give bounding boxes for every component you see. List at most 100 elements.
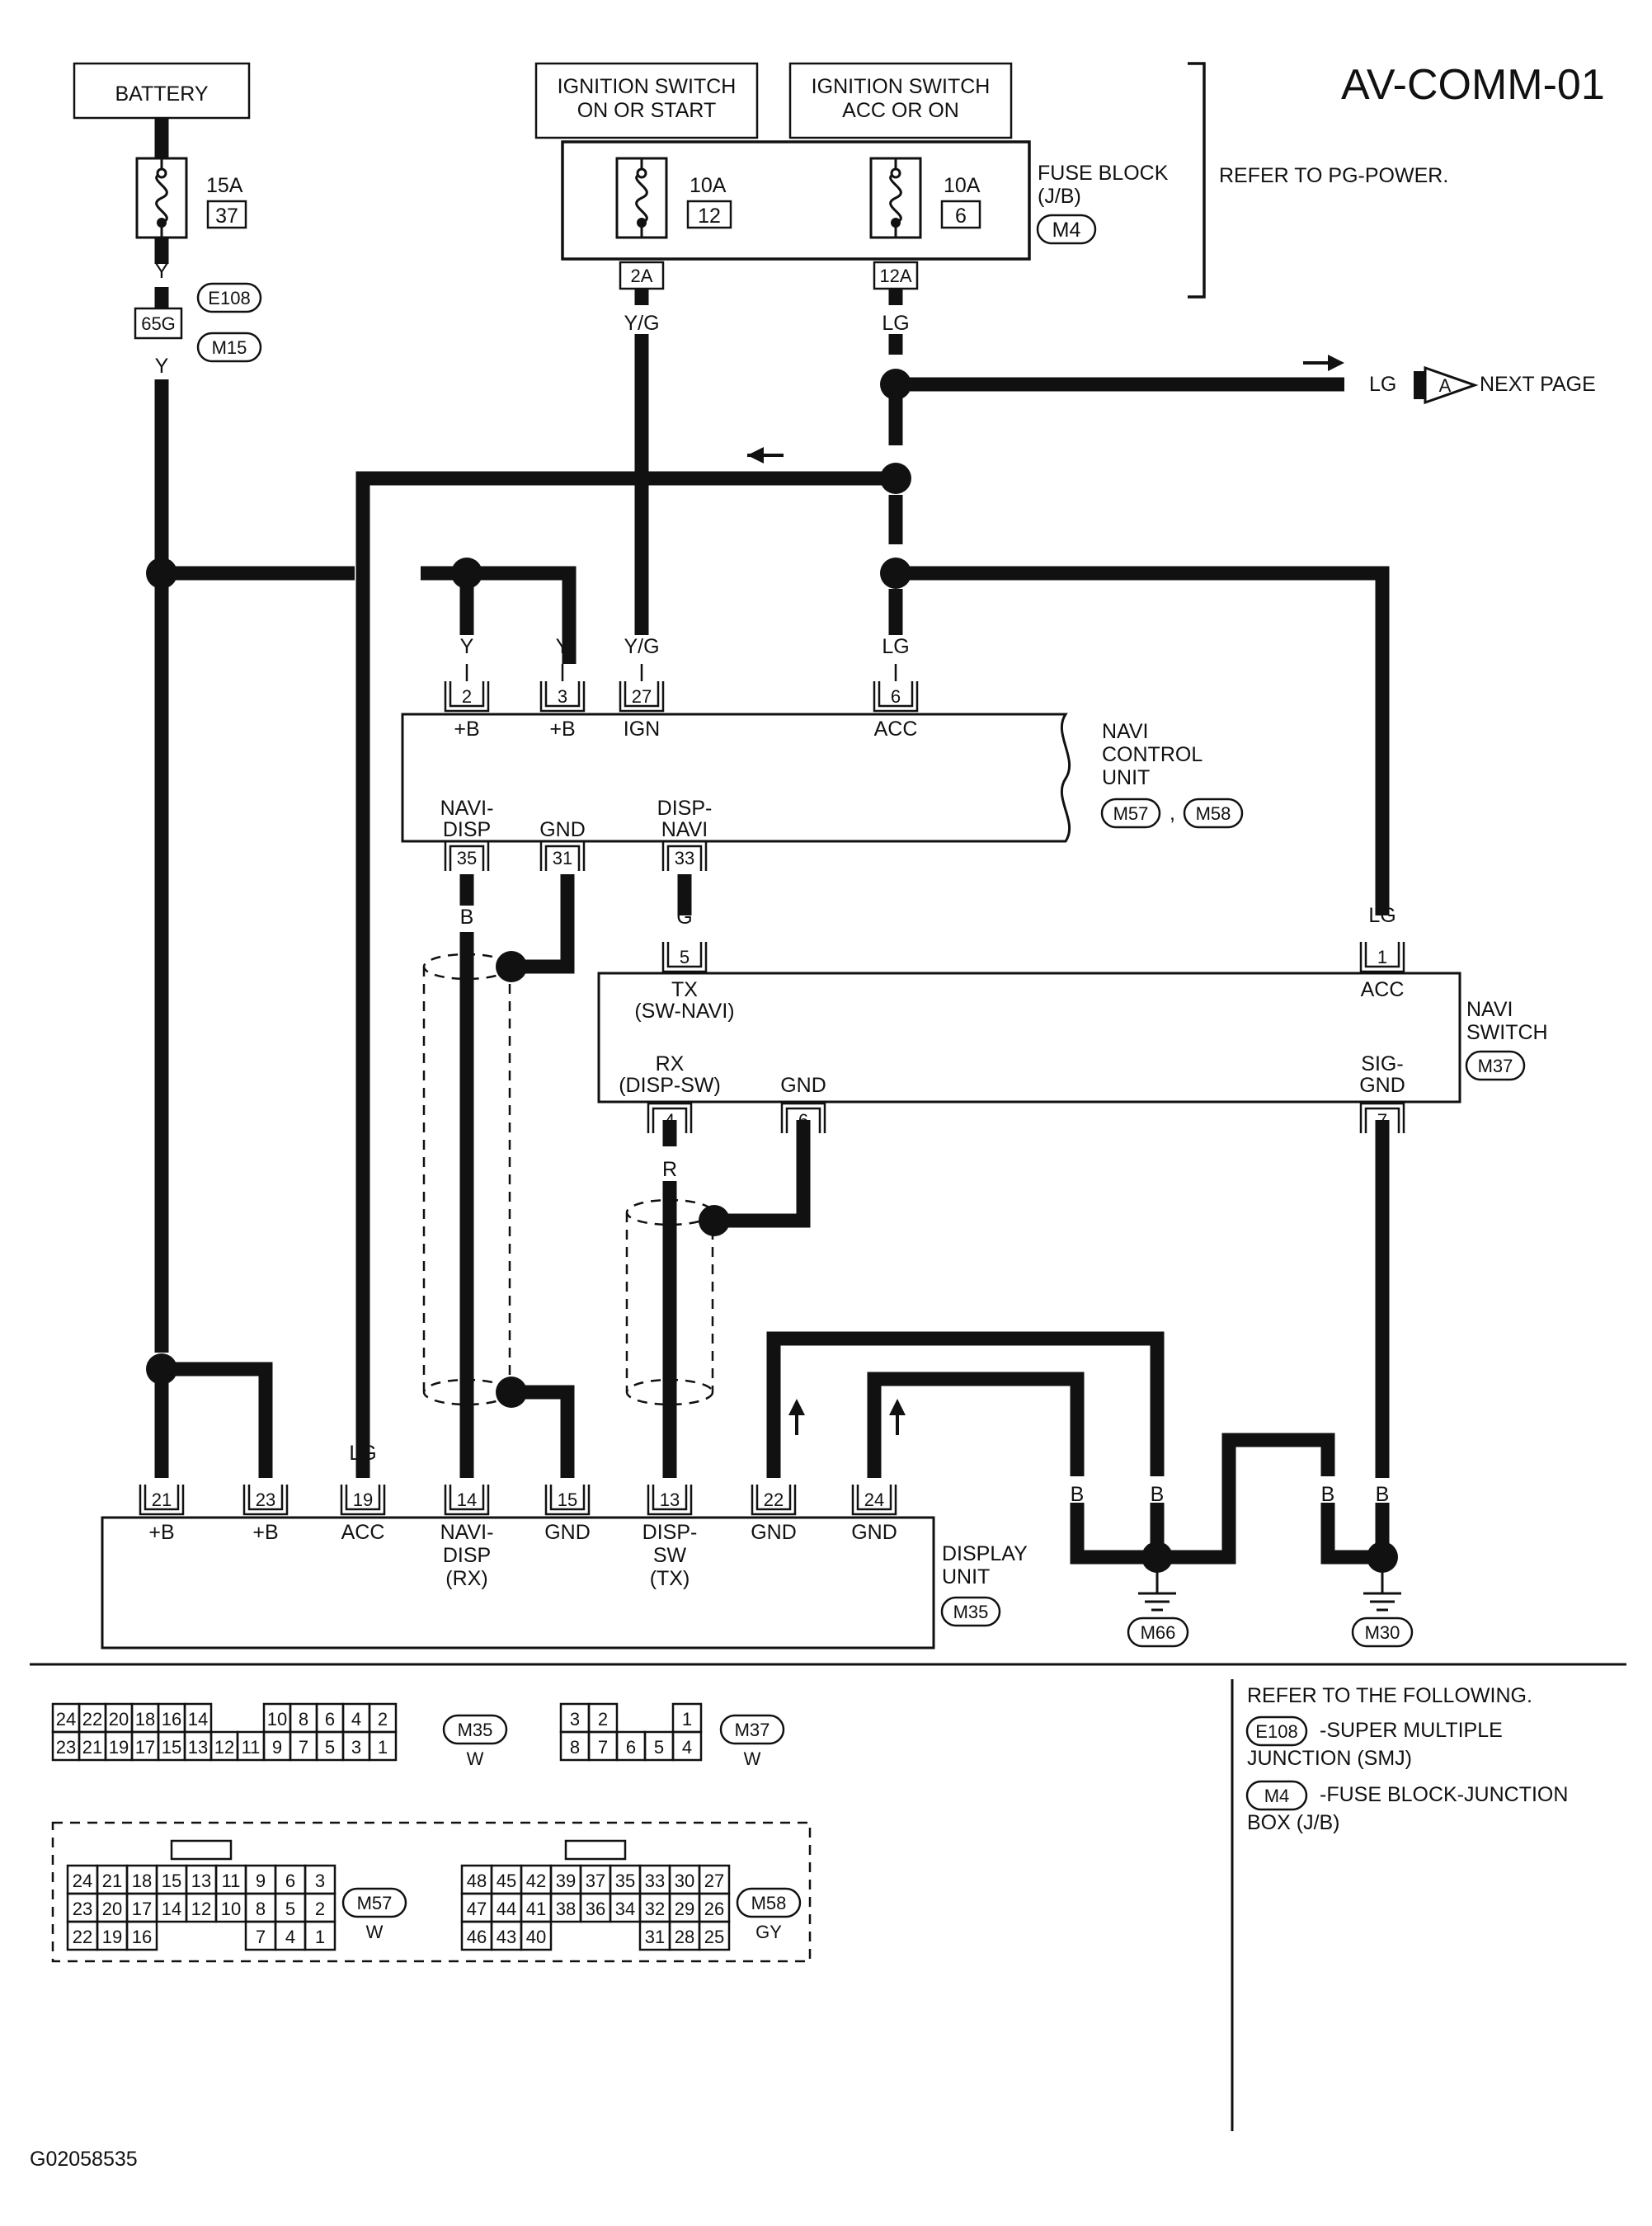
connector-cell-num: 22 <box>73 1927 92 1947</box>
connector-cell-num: 41 <box>526 1899 546 1919</box>
connector-cell-num: 13 <box>191 1871 211 1891</box>
connector-cell-num: 22 <box>82 1709 102 1730</box>
ns-bot-func: GND <box>780 1074 826 1097</box>
nc-top-pin: 2 <box>462 686 472 707</box>
connector-cell-num: 10 <box>221 1899 241 1919</box>
connector-cell-num: 34 <box>615 1899 635 1919</box>
nc-top-pin-housing <box>619 681 665 713</box>
connector-cell-num: 9 <box>256 1871 266 1891</box>
refer-text-1a: -SUPER MULTIPLE <box>1320 1719 1503 1742</box>
ign-on-start-label-2: ON OR START <box>577 99 717 122</box>
acc-fuse-num: 6 <box>955 205 967 228</box>
gnd-wire-color-3: B <box>1222 1483 1236 1506</box>
du-pin: 23 <box>256 1489 275 1510</box>
wire-color-y-1: Y <box>155 260 169 283</box>
connector-cell-num: 8 <box>256 1899 266 1919</box>
display-conn-badge <box>940 1596 1001 1627</box>
battery-fuse-num: 37 <box>215 205 238 228</box>
ns-bot-pin-housing <box>1359 1102 1405 1133</box>
nc-top-func: +B <box>454 718 479 741</box>
connector-cell-num: 14 <box>162 1899 181 1919</box>
refer-conn-2: M4 <box>1264 1786 1290 1806</box>
connector-cell-num: 1 <box>682 1709 692 1730</box>
display-pins: Y21+BY23+BLG19ACCB14NAVI-DISP(RX)15GNDR1… <box>139 1442 897 1590</box>
wires <box>154 118 1390 1565</box>
ign-acc-on-label-2: ACC OR ON <box>842 99 959 122</box>
junction-conn-top-badge <box>196 282 262 313</box>
connector-cell-num: 2 <box>598 1709 608 1730</box>
battery-fuse-icon <box>135 157 188 239</box>
nc-bot-func: DISP <box>443 818 491 841</box>
connector-name: M58 <box>751 1893 787 1913</box>
nc-bot-func: NAVI- <box>440 797 494 820</box>
connector-cell-num: 3 <box>315 1871 325 1891</box>
du-pin-housing <box>544 1485 591 1516</box>
junction-conn-bottom-badge <box>196 332 262 363</box>
du-pin: 21 <box>152 1489 172 1510</box>
du-func: DISP- <box>642 1521 698 1544</box>
connector-latch <box>564 1839 627 1861</box>
connector-latch <box>170 1839 233 1861</box>
connector-cell-num: 47 <box>467 1899 487 1919</box>
fuse-pin-acc: 12A <box>879 266 911 286</box>
fuse-block-refer: REFER TO PG-POWER. <box>1219 164 1448 187</box>
ign-acc-on-label-1: IGNITION SWITCH <box>812 75 991 98</box>
ground-icon-m66 <box>1138 1572 1176 1612</box>
fuse-pin-ign: 2A <box>631 266 653 286</box>
ign-acc-on-box <box>788 62 1013 139</box>
ns-top-pin: 5 <box>680 947 690 967</box>
connector-name: M37 <box>735 1720 770 1740</box>
fuse-block-label-2: (J/B) <box>1038 185 1081 208</box>
ns-bot-func: (DISP-SW) <box>619 1074 721 1097</box>
du-wire-color: B <box>460 1442 474 1465</box>
connector-cell-num: 33 <box>645 1871 665 1891</box>
connector-cell-num: 23 <box>73 1899 92 1919</box>
nc-bot-pin-housing <box>444 840 490 871</box>
nc-top-wire-color: Y <box>556 635 570 658</box>
connector-name: M35 <box>458 1720 493 1740</box>
connector-cell-num: 17 <box>132 1899 152 1919</box>
connector-cell <box>520 1920 553 1951</box>
fuse-block-label-1: FUSE BLOCK <box>1038 162 1169 185</box>
nc-top-wire-color: Y <box>460 635 474 658</box>
ign-fuse-num-box <box>686 200 732 229</box>
connector-cell-num: 5 <box>325 1737 335 1758</box>
du-func: GND <box>544 1521 591 1544</box>
ground-m66-badge <box>1127 1617 1189 1648</box>
next-page-color: LG <box>1369 373 1396 396</box>
connector-cell-num: 37 <box>586 1871 605 1891</box>
refer-conn-2-badge <box>1245 1780 1308 1811</box>
connector-badge <box>442 1714 508 1745</box>
du-func: DISP <box>443 1544 491 1567</box>
connector-cell-num: 1 <box>378 1737 388 1758</box>
next-page-text: NEXT PAGE <box>1480 373 1596 396</box>
ns-bot-func: SIG- <box>1361 1052 1403 1075</box>
du-func: (TX) <box>650 1567 690 1590</box>
battery-box <box>73 62 251 120</box>
du-wire-color: B <box>767 1442 781 1465</box>
refer-head: REFER TO THE FOLLOWING. <box>1247 1684 1532 1707</box>
ns-top-wire-color: LG <box>1368 904 1395 927</box>
refer-conn-1: E108 <box>1255 1721 1297 1742</box>
connector-cell-num: 44 <box>497 1899 516 1919</box>
nc-top-pin-housing <box>444 681 490 713</box>
connector-cell-num: 1 <box>315 1927 325 1947</box>
connector-color: W <box>744 1748 761 1769</box>
connector-cell-num: 30 <box>675 1871 694 1891</box>
connector-cell <box>125 1920 158 1951</box>
connector-cell-num: 45 <box>497 1871 516 1891</box>
du-pin-housing <box>444 1485 490 1516</box>
connector-cell-num: 48 <box>467 1871 487 1891</box>
navi-switch-conn-badge <box>1465 1050 1526 1081</box>
du-wire-color: Y <box>155 1442 169 1465</box>
connector-cell-num: 29 <box>675 1899 694 1919</box>
du-func: (RX) <box>445 1567 487 1590</box>
du-func: GND <box>851 1521 897 1544</box>
ns-top-func: TX <box>671 978 698 1001</box>
connector-cell-num: 46 <box>467 1927 487 1947</box>
display-label-2: UNIT <box>942 1565 990 1588</box>
navi-control-label-3: UNIT <box>1102 766 1150 789</box>
